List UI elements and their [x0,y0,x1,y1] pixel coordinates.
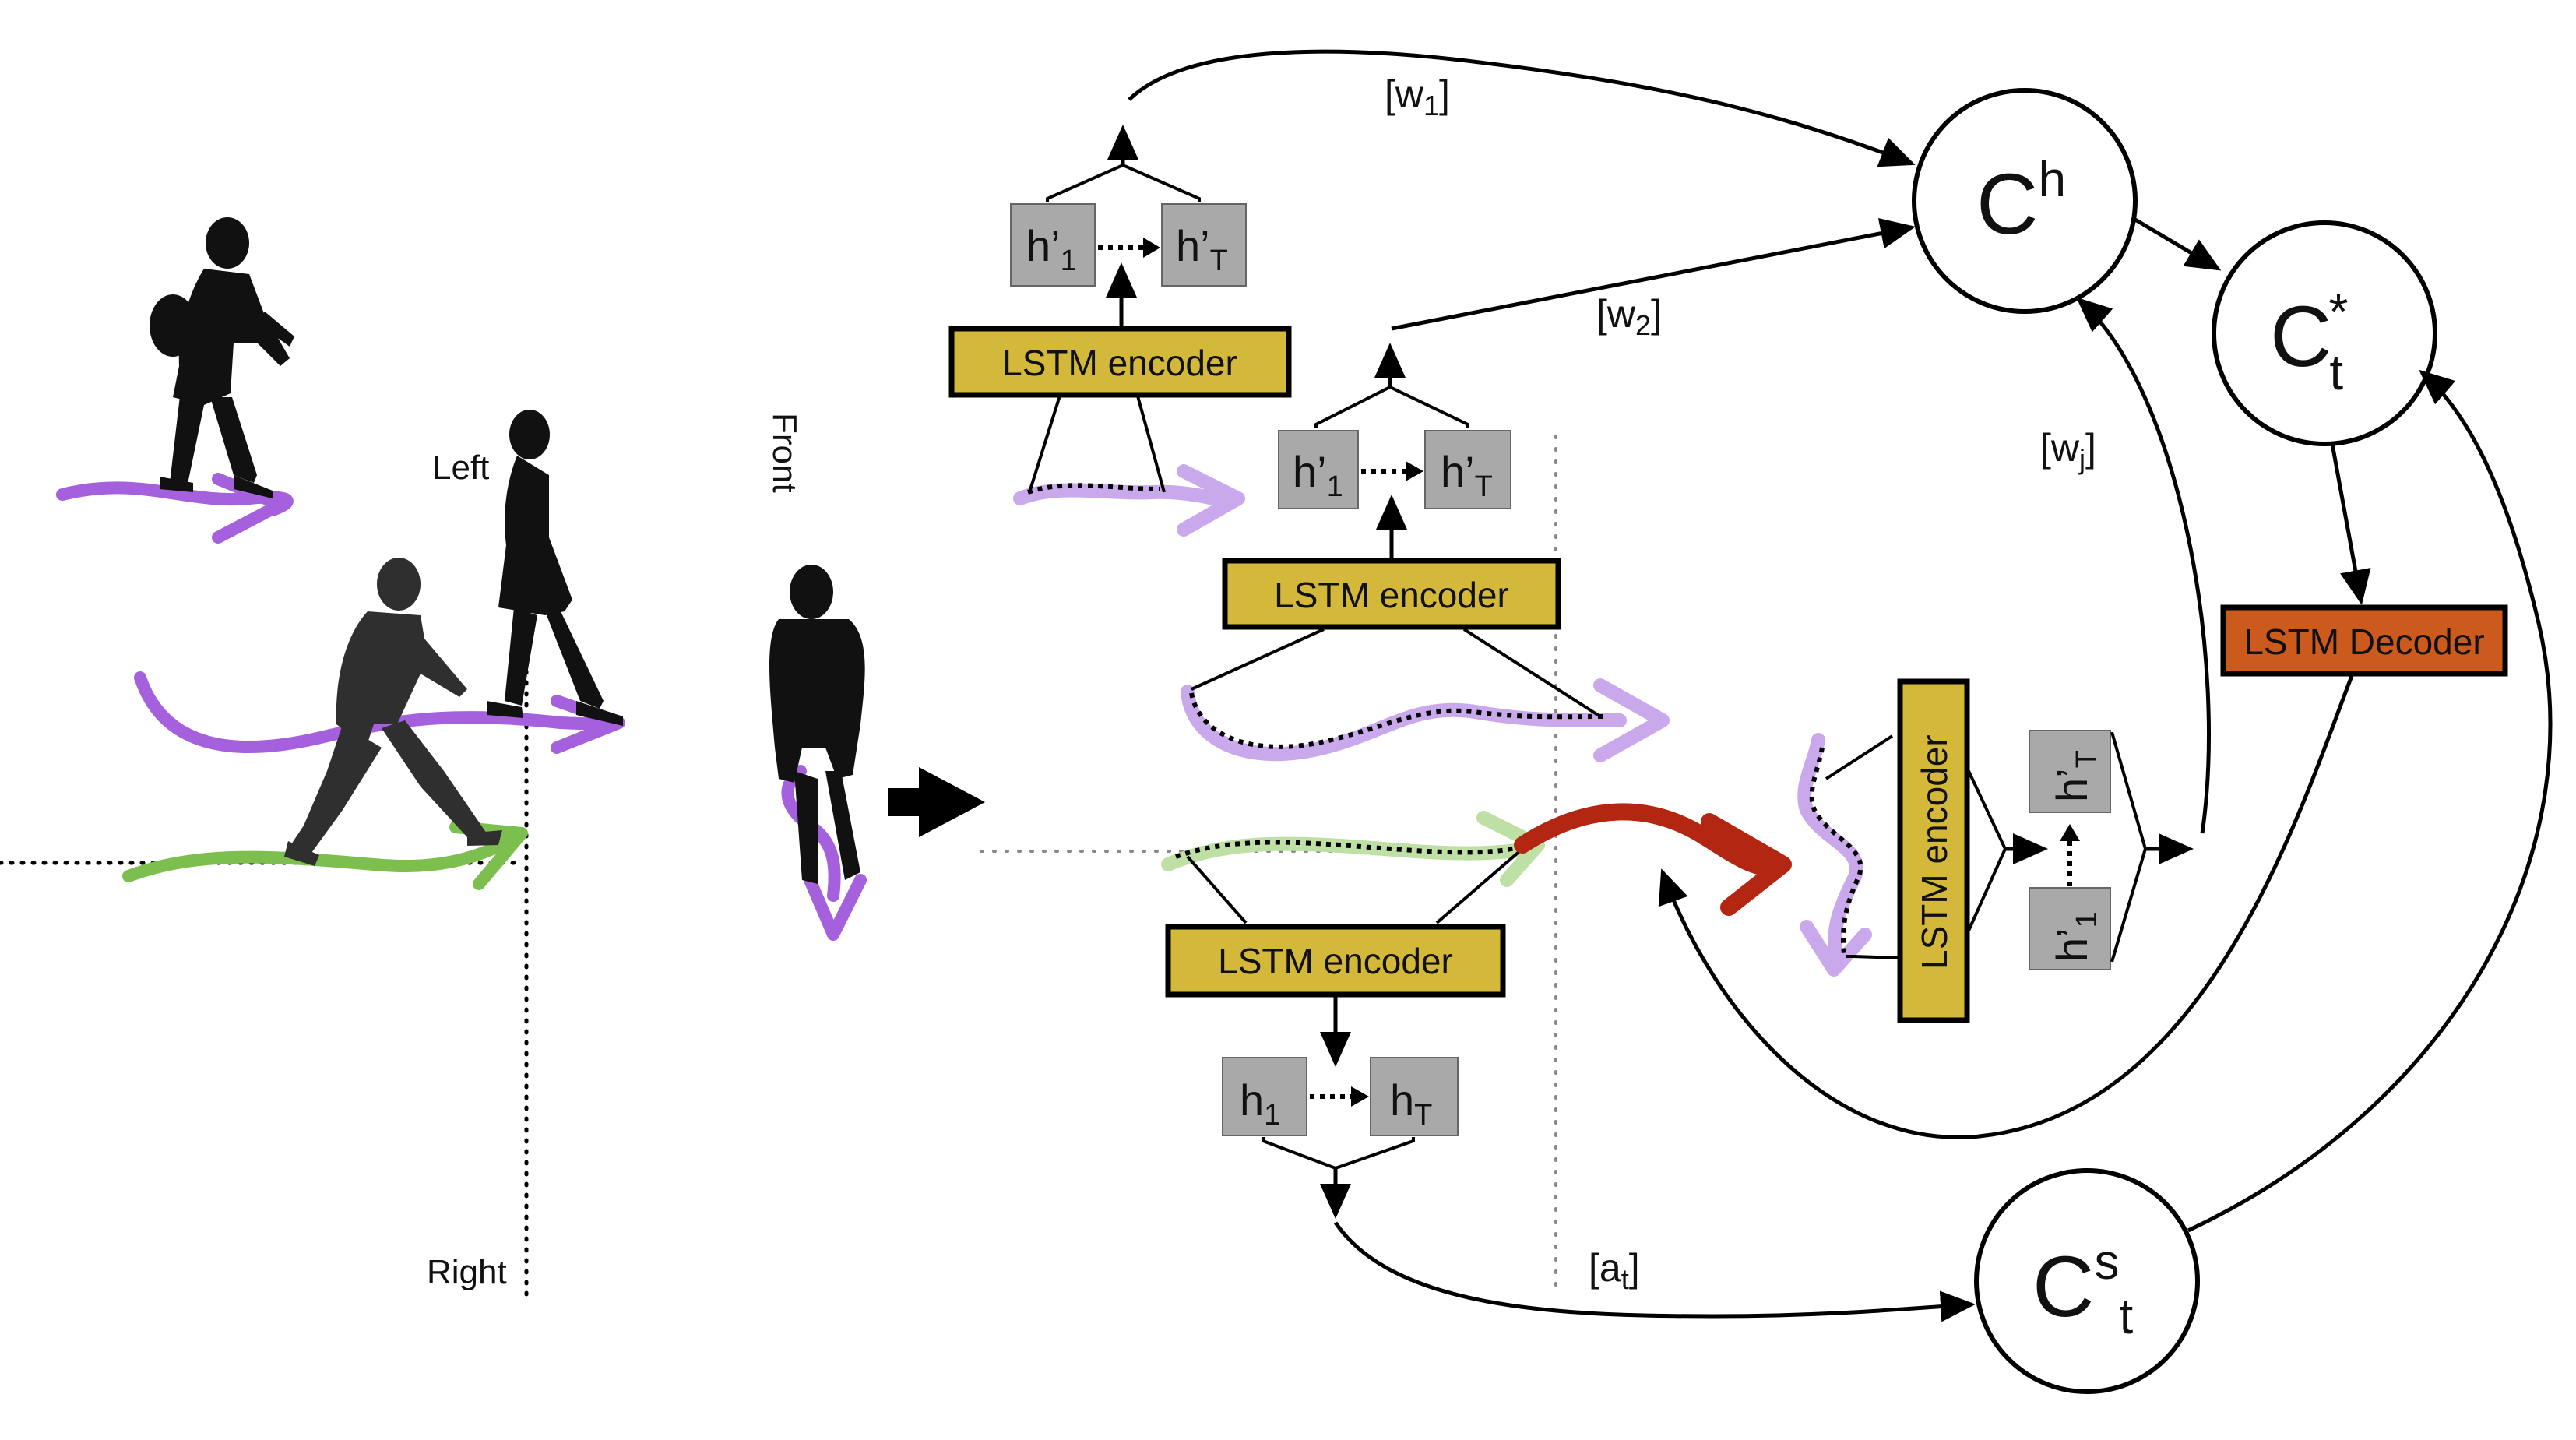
middle-input-dots [1189,692,1605,749]
mid-hidden-first [1278,430,1359,509]
top-hidden-seq-arrowhead [1143,238,1160,258]
transition-arrow-icon [888,767,985,837]
bottom-encoder-branch: LSTM encoder h1 hT [1161,811,1545,1219]
top-lstm-encoder-label: LSTM encoder [1002,343,1237,383]
arc-w2 [1391,218,1916,331]
middle-encoder-branch: LSTM encoder h’1 h’T [1181,343,1670,762]
purple-arrowhead-front [804,874,867,941]
mid-enc-in-right [1462,628,1602,718]
vertical-input-trajectory [1797,733,1863,973]
bottom-hidden-last-label: hT [1390,1076,1432,1132]
vert-enc-in-bottom [1846,955,1901,959]
middle-lstm-encoder [1222,558,1561,630]
mid-hidden-first-label: h’1 [1293,447,1343,503]
arc-wj [2076,297,2211,834]
top-input-dots [1027,483,1161,495]
vert-hidden-seq-arrowhead [2060,824,2080,841]
direction-label-right: Right [427,1253,507,1291]
purple-trajectory-1 [56,481,294,516]
pedestrian-woman-dress-icon [487,410,623,726]
vertical-input-arrowhead [1800,920,1872,977]
top-hidden-first-label: h’1 [1026,221,1077,277]
scene-left: Left Right [0,217,625,1303]
top-input-trajectory [1013,483,1237,509]
node-ch [1912,88,2138,314]
lstm-decoder-label: LSTM Decoder [2243,621,2484,662]
node-cstar-label: C*t [2270,283,2348,400]
bottom-hidden-first [1222,1057,1307,1136]
bottom-hidden-merge [1262,1137,1415,1171]
top-hidden-last [1161,203,1247,287]
pedestrian-front-view-icon [769,565,865,884]
predicted-trajectory [1514,803,1792,916]
red-arrowhead [1701,813,1792,916]
arc-cst-to-cstar [2187,369,2553,1233]
bot-enc-in-right [1435,847,1524,924]
lstm-decoder [2220,604,2508,677]
node-ch-label: Ch [1976,151,2066,252]
direction-label-front: Front [765,413,804,493]
weight-w2-label: [w2] [1596,292,1662,341]
middle-input-trajectory [1181,685,1627,762]
vertical-lstm-encoder-label: LSTM encoder [1914,734,1955,970]
middle-input-arrowhead [1593,678,1670,762]
arc-cstar-to-decoder [2330,443,2371,605]
mid-hidden-seq-arrowhead [1406,461,1423,481]
top-encoder-branch: LSTM encoder h’1 h’T [948,125,1292,537]
network: LSTM encoder h’1 h’T LSTM encoder h’1 [948,49,2553,1394]
top-enc-in-right [1135,393,1166,493]
bot-enc-in-left [1186,855,1248,924]
bottom-input-dots [1174,840,1519,859]
vert-enc-in-top [1825,734,1894,780]
weight-wj-label: [wj] [2040,426,2096,475]
vert-enc-out-fork [1967,770,2008,931]
arc-at [1333,1221,1976,1322]
vertical-input-dots [1809,747,1863,955]
middle-lstm-encoder-label: LSTM encoder [1274,575,1509,615]
vertical-lstm-encoder [1897,678,1970,1023]
vert-hidden-merge [2110,731,2148,963]
pedestrian-man-walking-icon [284,558,502,866]
scene-center: Front [765,413,985,941]
pedestrian-woman-bag-icon [150,217,294,498]
green-trajectory [122,829,524,882]
node-cst [1974,1168,2200,1394]
top-hidden-merge [1046,163,1201,202]
weight-at-label: [at] [1589,1246,1640,1295]
top-input-arrowhead [1177,464,1245,537]
context-nodes: Ch C*t Cst [1912,88,2437,1394]
bottom-hidden-last [1370,1057,1459,1136]
node-cstar [2212,220,2437,446]
vert-hidden-last [2029,730,2111,813]
direction-label-left: Left [432,449,489,487]
mid-hidden-merge [1314,385,1469,428]
bottom-lstm-encoder [1165,924,1506,998]
top-hidden-first [1010,203,1096,287]
vert-hidden-first-label: h’1 [2047,911,2103,962]
mid-hidden-last [1424,430,1511,509]
top-hidden-last-label: h’T [1176,221,1228,277]
mid-hidden-last-label: h’T [1441,447,1493,503]
node-cst-label: Cst [2032,1234,2133,1344]
arc-ch-to-cstar [2134,217,2222,271]
arc-decoder-to-prediction [1658,675,2354,1139]
arc-w1 [1128,49,1916,167]
weight-w1-label: [w1] [1385,72,1450,121]
bottom-hidden-first-label: h1 [1240,1076,1280,1132]
vert-hidden-first [2029,887,2111,970]
bottom-hidden-seq-arrowhead [1351,1086,1369,1107]
red-trajectory [1514,803,1784,877]
vert-hidden-last-label: h’T [2047,750,2103,802]
purple-trajectory-2 [134,671,621,753]
bottom-lstm-encoder-label: LSTM encoder [1218,941,1453,981]
mid-enc-in-left [1191,628,1325,691]
top-lstm-encoder [948,326,1292,398]
vertical-encoder-branch: LSTM encoder h’T h’1 [1797,678,2194,1023]
top-enc-in-left [1028,393,1062,493]
